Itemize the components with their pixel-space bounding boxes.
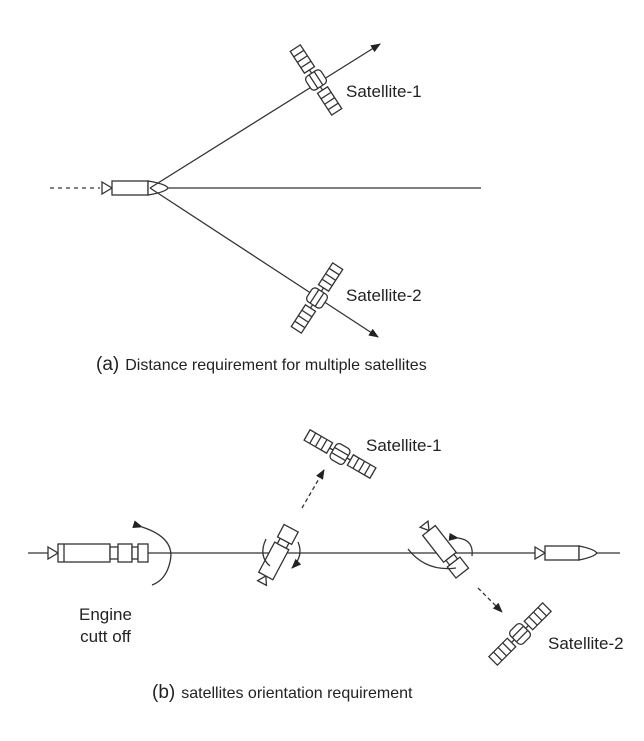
- satellite-2-icon: [486, 600, 554, 668]
- caption-a-text: Distance requirement for multiple satell…: [125, 357, 427, 374]
- engine-cutoff-label: Engine cutt off: [79, 604, 132, 648]
- tilted-stage-2: [418, 519, 470, 579]
- pitch-rotation-arrow: [132, 520, 172, 586]
- caption-a: (a) Distance requirement for multiple sat…: [96, 354, 427, 376]
- satellite-2-icon: [288, 260, 346, 336]
- caption-a-letter: (a): [96, 354, 120, 375]
- caption-b: (b) satellites orientation requirement: [152, 682, 412, 704]
- upper-stage: [534, 545, 598, 561]
- satellite-2-label-b: Satellite-2: [548, 634, 624, 653]
- rotation-arc-1a: [262, 538, 271, 567]
- rotation-arc-2a: [407, 548, 457, 570]
- release-arrow-2: [477, 587, 503, 613]
- separation-arrow-2: [149, 187, 379, 338]
- satellite-2-label: Satellite-2: [346, 286, 422, 305]
- rotation-arc-1b: [291, 541, 302, 569]
- rotation-arc-2b: [448, 532, 473, 557]
- launch-vehicle-upper-stage: [101, 180, 169, 196]
- release-arrow-1: [301, 469, 325, 509]
- engine-label-line1: Engine: [79, 605, 132, 624]
- separation-arrow-1: [149, 43, 381, 189]
- panel-b: [28, 426, 620, 668]
- satellite-1-label: Satellite-1: [346, 82, 422, 101]
- engine-label-line2: cutt off: [80, 627, 131, 646]
- spent-stage-stack: [47, 543, 149, 563]
- tilted-stage-1: [256, 523, 300, 587]
- caption-b-text: satellites orientation requirement: [181, 685, 413, 702]
- satellite-1-label-b: Satellite-1: [366, 436, 442, 455]
- caption-b-letter: (b): [152, 682, 176, 703]
- panel-a: [50, 42, 481, 338]
- satellite-1-icon: [287, 42, 345, 118]
